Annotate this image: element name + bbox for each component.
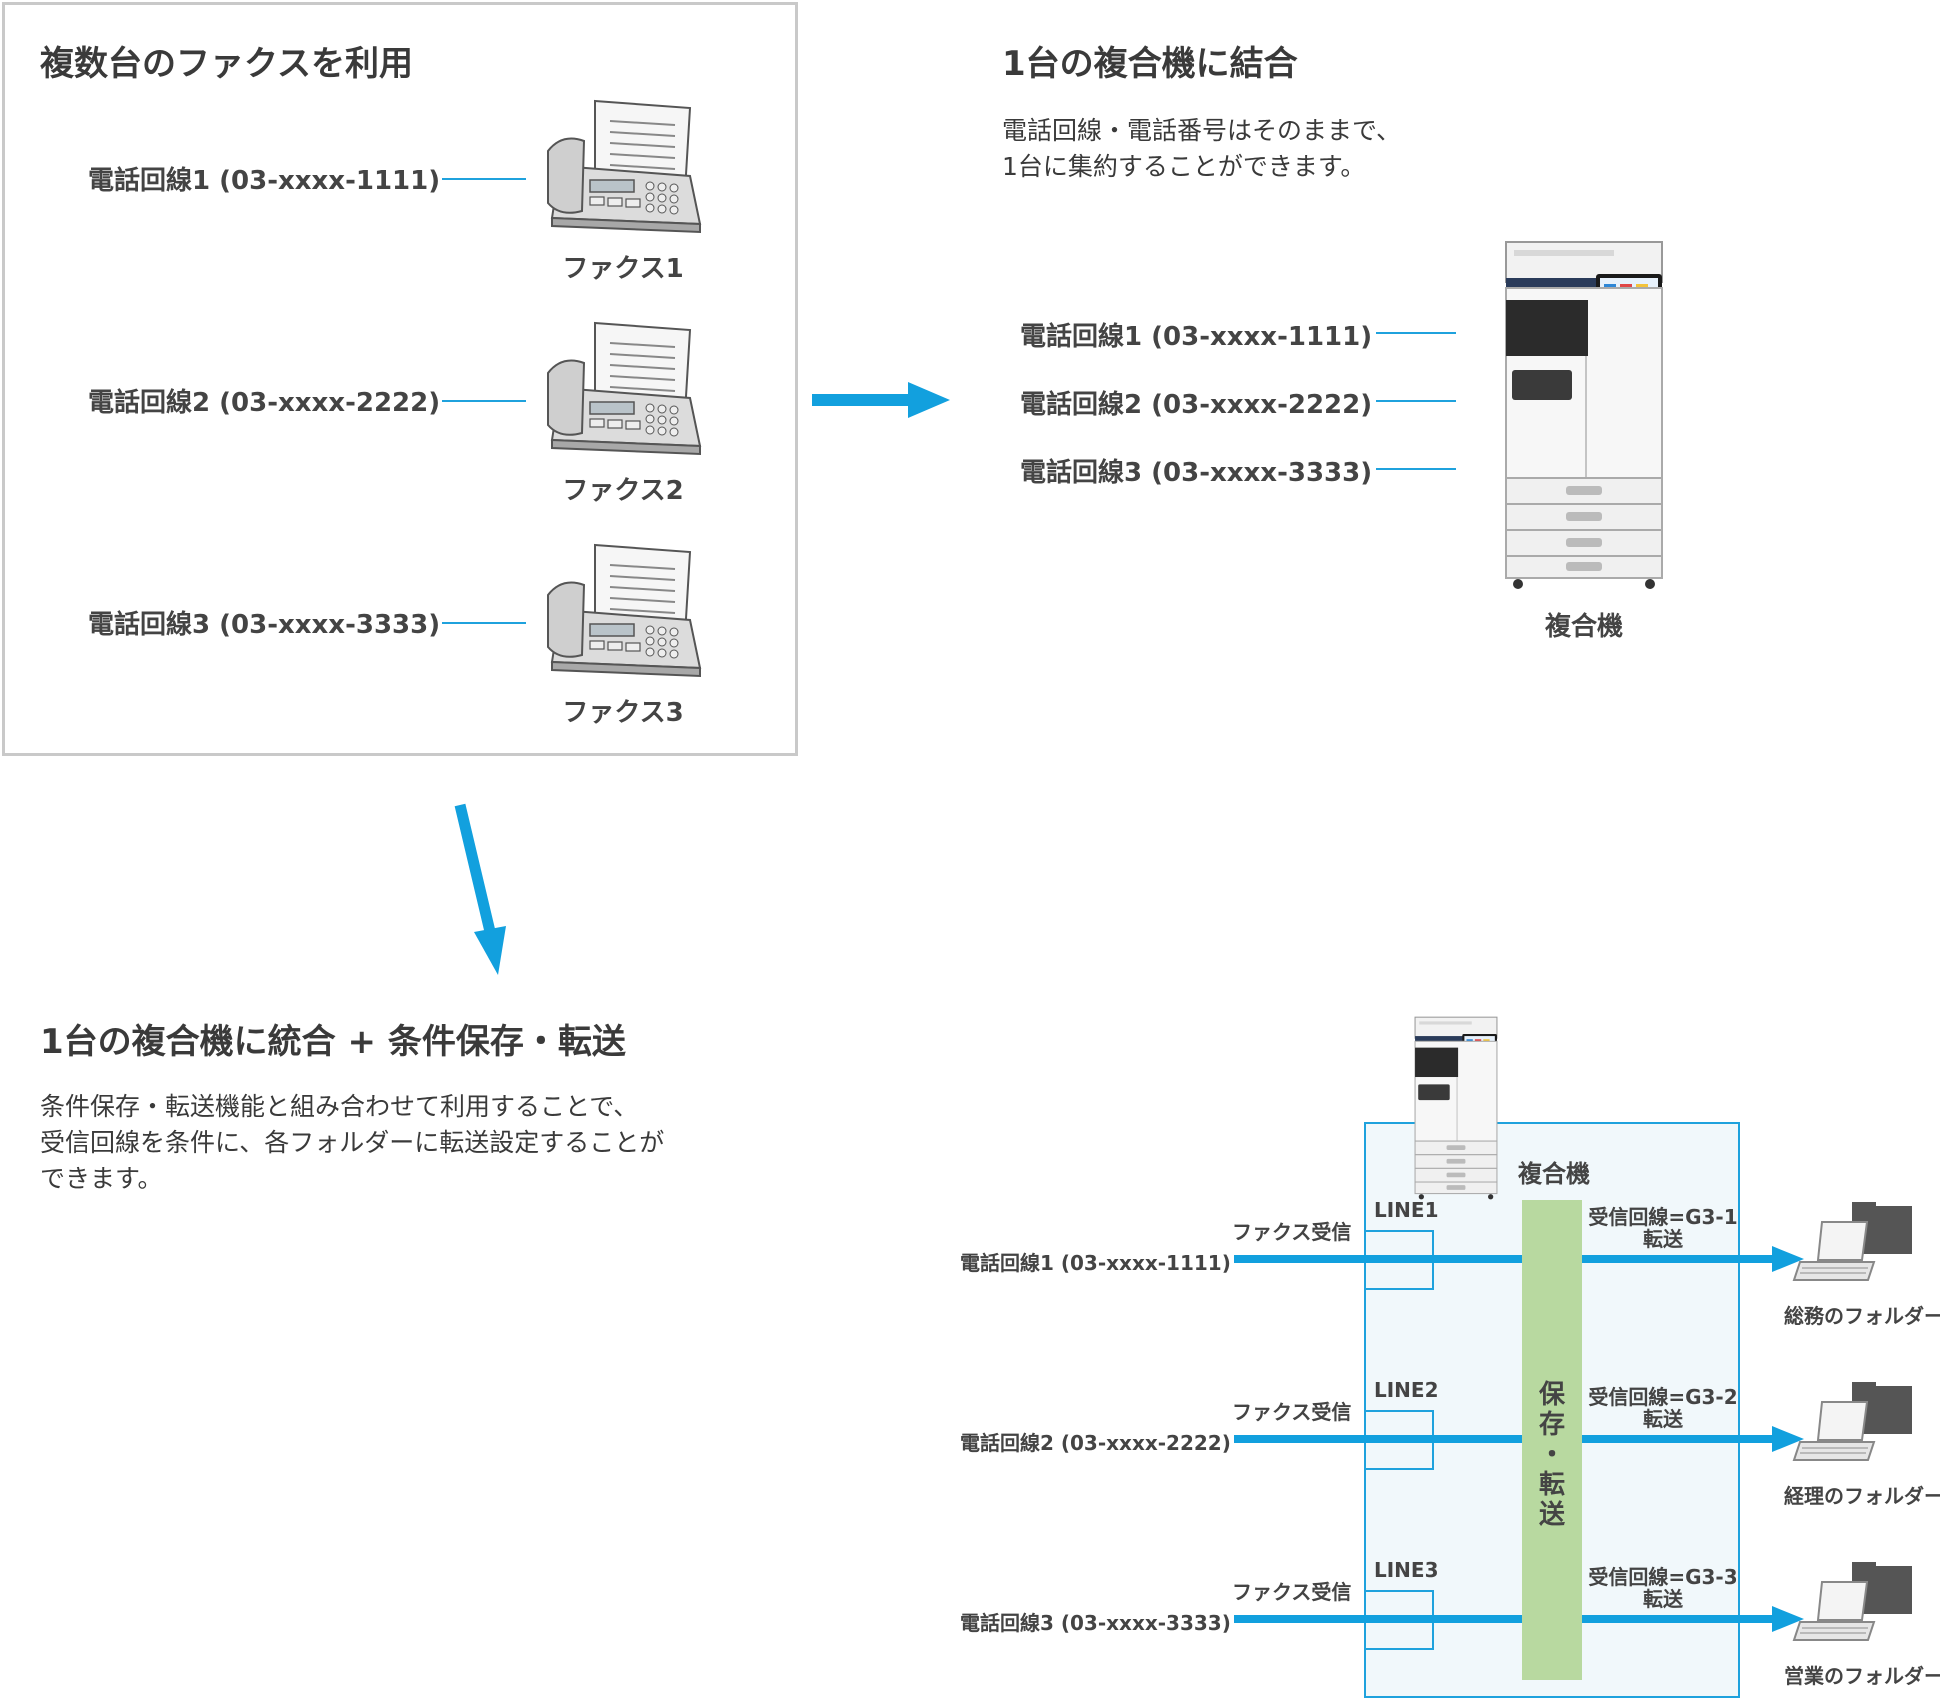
merge-line-1-label: 電話回線1 (03-xxxx-1111): [1020, 322, 1373, 352]
laptop-folder-icon: [1792, 1200, 1922, 1290]
before-line-3-cable: [442, 622, 526, 624]
row-3-line: LINE3: [1374, 1558, 1439, 1582]
laptop-folder-icon: [1792, 1380, 1922, 1470]
row-3-folder: 営業のフォルダー: [1784, 1664, 1940, 1688]
multifunction-printer-icon: [1504, 240, 1664, 590]
row-2-out-arrow: [1582, 1426, 1804, 1452]
row-2-folder: 経理のフォルダー: [1784, 1484, 1940, 1508]
before-line-1-label: 電話回線1 (03-xxxx-1111): [88, 166, 441, 196]
merge-desc-2: 1台に集約することができます。: [1002, 152, 1366, 181]
fax-machine-icon: [540, 318, 710, 458]
row-1-out-arrow: [1582, 1246, 1804, 1272]
row-2-receive: ファクス受信: [1232, 1400, 1352, 1424]
forward-device-label: 複合機: [1518, 1160, 1590, 1188]
merge-desc-1: 電話回線・電話番号はそのままで、: [1002, 116, 1402, 145]
merge-line-2-cable: [1376, 400, 1456, 402]
row-1-in-arrow: [1234, 1255, 1522, 1263]
row-3-receive: ファクス受信: [1232, 1580, 1352, 1604]
laptop-folder-icon: [1792, 1560, 1922, 1650]
save-forward-bar: [1522, 1200, 1582, 1680]
row-3-out-arrow: [1582, 1606, 1804, 1632]
before-line-2-cable: [442, 400, 526, 402]
before-line-1-cable: [442, 178, 526, 180]
fax-machine-icon: [540, 96, 710, 236]
merge-line-2-label: 電話回線2 (03-xxxx-2222): [1020, 390, 1373, 420]
fax-1-label: ファクス1: [562, 254, 684, 284]
forward-title: 1台の複合機に統合 + 条件保存・転送: [40, 1022, 626, 1062]
multifunction-printer-icon: [1414, 1016, 1498, 1200]
forward-desc-2: 受信回線を条件に、各フォルダーに転送設定することが: [40, 1128, 665, 1157]
row-2-line: LINE2: [1374, 1378, 1439, 1402]
row-3-phone: 電話回線3 (03-xxxx-3333): [960, 1611, 1231, 1635]
merge-device-label: 複合機: [1544, 612, 1623, 642]
forward-desc-3: できます。: [40, 1164, 163, 1193]
fax-machine-icon: [540, 540, 710, 680]
right-arrow-icon: [812, 382, 950, 418]
merge-line-3-label: 電話回線3 (03-xxxx-3333): [1020, 458, 1373, 488]
fax-2-label: ファクス2: [562, 476, 684, 506]
row-2-phone: 電話回線2 (03-xxxx-2222): [960, 1431, 1231, 1455]
forward-desc-1: 条件保存・転送機能と組み合わせて利用することで、: [40, 1092, 639, 1121]
down-arrow-icon: [454, 803, 506, 975]
before-line-3-label: 電話回線3 (03-xxxx-3333): [88, 610, 441, 640]
before-title: 複数台のファクスを利用: [40, 44, 413, 84]
row-1-line: LINE1: [1374, 1198, 1439, 1222]
fax-3-label: ファクス3: [562, 698, 684, 728]
before-line-2-label: 電話回線2 (03-xxxx-2222): [88, 388, 441, 418]
merge-title: 1台の複合機に結合: [1002, 44, 1298, 84]
merge-line-3-cable: [1376, 468, 1456, 470]
row-2-in-arrow: [1234, 1435, 1522, 1443]
row-1-folder: 総務のフォルダー: [1784, 1304, 1940, 1328]
save-forward-label: 保 存 ・ 転 送: [1538, 1380, 1565, 1530]
row-3-in-arrow: [1234, 1615, 1522, 1623]
row-1-receive: ファクス受信: [1232, 1220, 1352, 1244]
row-1-phone: 電話回線1 (03-xxxx-1111): [960, 1251, 1231, 1275]
merge-line-1-cable: [1376, 332, 1456, 334]
